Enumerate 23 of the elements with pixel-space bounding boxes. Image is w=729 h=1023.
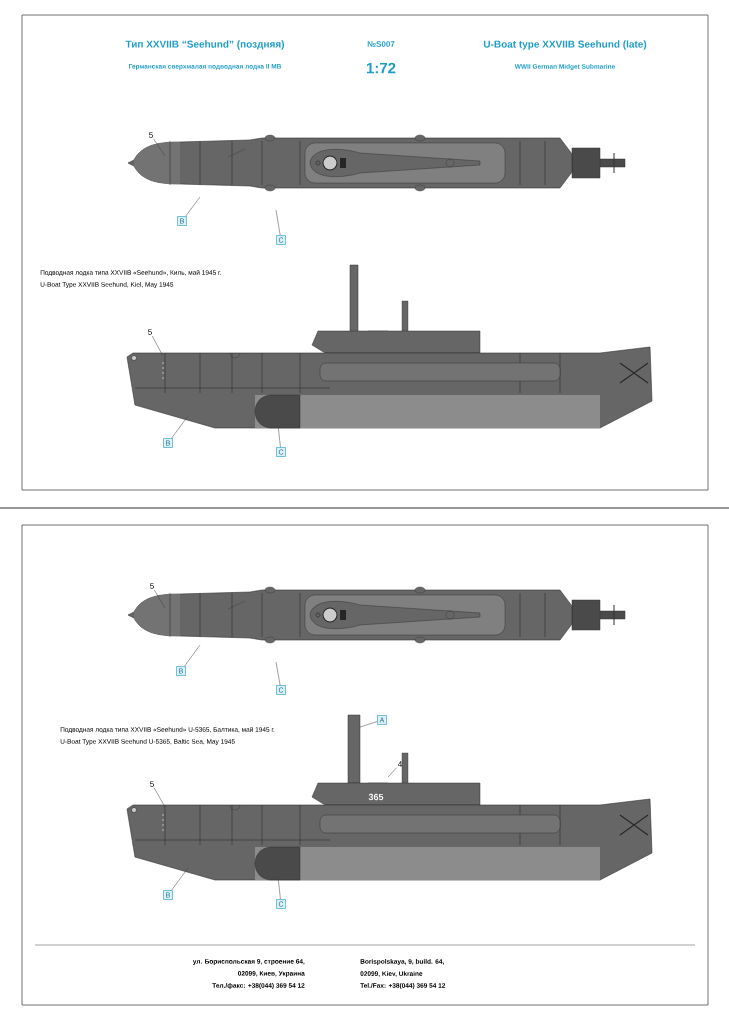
leader-line	[151, 335, 164, 357]
leader-line	[171, 867, 189, 891]
leader-line	[275, 209, 281, 236]
submarine-drawing	[347, 714, 361, 784]
leader-line	[359, 721, 378, 728]
leader-line	[185, 196, 201, 217]
leader-line	[275, 661, 281, 686]
scale-text: 1:72	[366, 62, 396, 74]
title: U-Boat type XXVIIB Seehund (late)	[483, 40, 647, 50]
submarine-drawing	[311, 752, 481, 806]
submarine-drawing	[127, 134, 626, 192]
callout-number: 5	[150, 583, 154, 589]
kit-number: №S007	[367, 41, 395, 47]
callout-number: 5	[150, 781, 154, 787]
leader-line	[171, 415, 189, 439]
callout-number: 5	[149, 132, 153, 138]
leader-line	[154, 787, 166, 808]
title: Тип XXVIIB “Seehund” (поздняя)	[125, 40, 284, 50]
hull-number: 365	[368, 793, 384, 801]
leader-line	[154, 589, 166, 609]
leader-line	[184, 644, 201, 667]
leader-line	[153, 138, 166, 157]
leader-line	[387, 767, 397, 778]
